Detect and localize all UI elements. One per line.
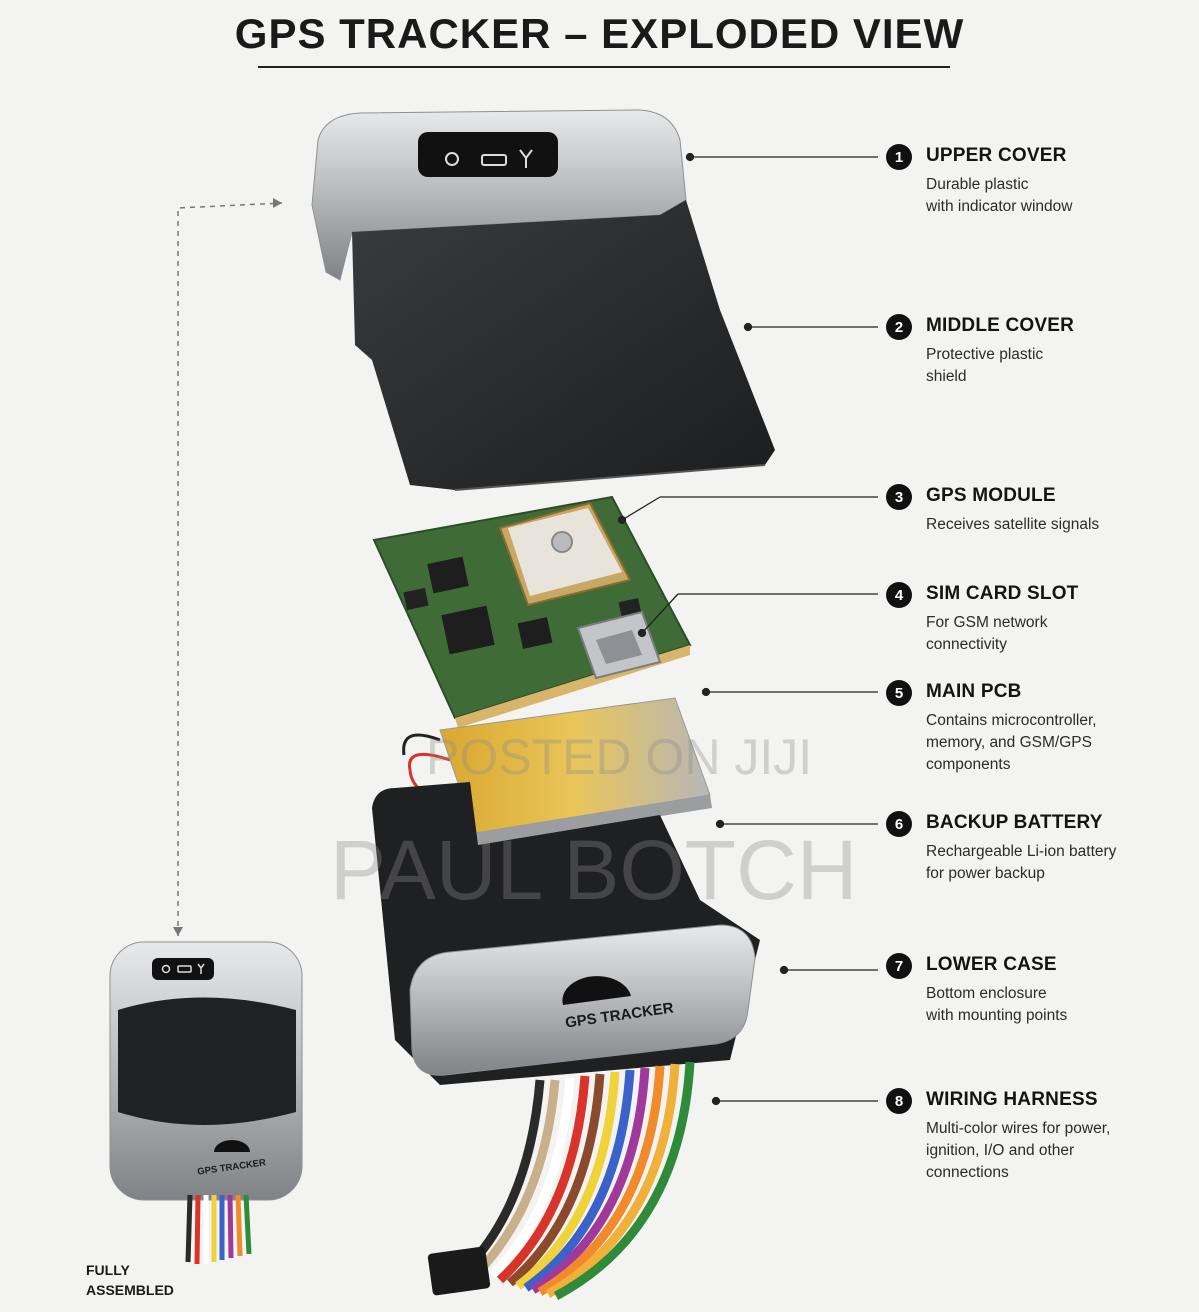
callout-number: 8 [886,1088,912,1114]
callout-title: BACKUP BATTERY [926,812,1103,833]
callout-number: 5 [886,680,912,706]
sim-slot-part [576,610,662,680]
callout-number: 4 [886,582,912,608]
callout-number: 6 [886,811,912,837]
upper-cover-part [311,109,687,281]
middle-cover-part [352,200,775,491]
callout-number: 3 [886,484,912,510]
dashed-guide-arrow [173,198,283,936]
callout-number: 2 [886,314,912,340]
callout-title: MIDDLE COVER [926,315,1075,336]
callout-description: Contains microcontroller,memory, and GSM… [926,712,1097,773]
gps-module-part [498,501,632,607]
callout-title: UPPER COVER [926,145,1067,166]
callout-title: MAIN PCB [926,681,1022,702]
title-underline [258,66,950,68]
page-title: GPS TRACKER – EXPLODED VIEW [234,10,965,57]
callout-number: 1 [886,144,912,170]
callout-number: 7 [886,953,912,979]
callout-title: WIRING HARNESS [926,1089,1098,1110]
wiring-harness-part [427,1061,695,1300]
callout-description: Multi-color wires for power,ignition, I/… [926,1120,1111,1181]
callout-title: SIM CARD SLOT [926,583,1079,604]
assembled-device-part: GPS TRACKER [109,941,303,1265]
callout-description: Receives satellite signals [926,516,1100,533]
leader-lines [617,152,878,1106]
lower-case-part: GPS TRACKER [372,782,760,1085]
callout-title: GPS MODULE [926,485,1056,506]
callout-title: LOWER CASE [926,954,1057,975]
